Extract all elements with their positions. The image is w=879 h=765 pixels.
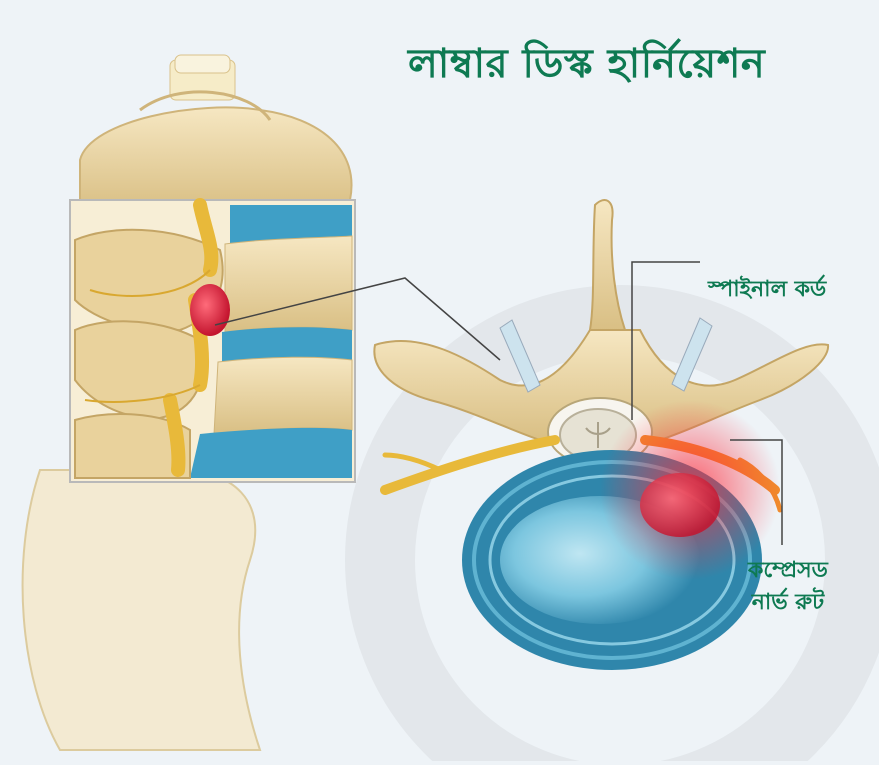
label-spinal-cord: স্পাইনাল কর্ড xyxy=(708,272,826,309)
label-compressed-nerve-line2: নার্ভ রুট xyxy=(748,587,828,619)
vertebral-column xyxy=(80,55,352,210)
herniation-glow xyxy=(600,400,780,580)
sacrum xyxy=(23,470,260,750)
label-compressed-nerve-root: কম্প্রেসড নার্ভ রুট xyxy=(748,555,828,619)
lateral-view-inset xyxy=(70,200,355,482)
label-compressed-nerve-line1: কম্প্রেসড xyxy=(748,555,828,587)
diagram-title: লাম্বার ডিস্ক হার্নিয়েশন xyxy=(408,32,765,99)
herniation-bulge xyxy=(190,284,230,336)
